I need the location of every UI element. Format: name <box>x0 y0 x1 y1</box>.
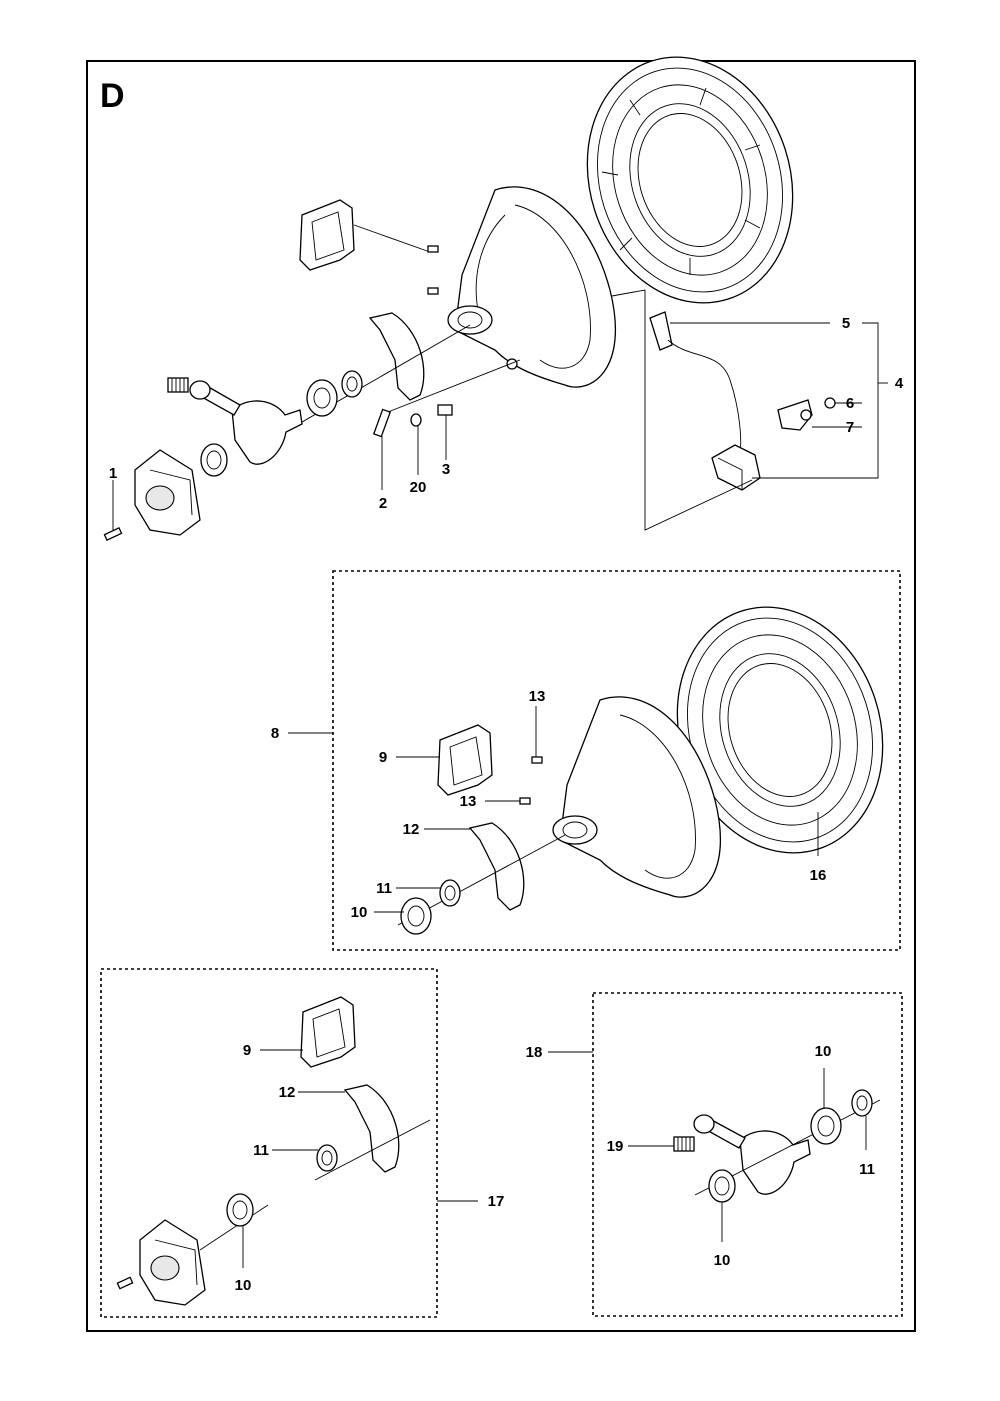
fastener-axis <box>387 359 521 413</box>
cylinder-gasket-17 <box>300 996 356 1068</box>
crankcase-cover-17 <box>139 1219 206 1306</box>
axis-17-lower <box>199 1204 269 1251</box>
bearing-lower-top <box>200 443 228 477</box>
callout-10-box8: 10 <box>351 904 368 921</box>
callout-13-upper: 13 <box>529 688 546 705</box>
callout-13-lower: 13 <box>460 793 477 810</box>
callout-1: 1 <box>109 465 117 482</box>
callout-4: 4 <box>895 375 904 392</box>
callout-17: 17 <box>488 1193 505 1210</box>
callout-7: 7 <box>846 419 854 436</box>
cylinder-gasket-8 <box>437 724 493 796</box>
callout-19: 19 <box>607 1138 624 1155</box>
bearing-18-upper <box>810 1107 842 1145</box>
callout-10-box18-upper: 10 <box>815 1043 832 1060</box>
crankcase-half-top <box>447 186 616 388</box>
callout-16: 16 <box>810 867 827 884</box>
crankshaft-top <box>189 380 303 465</box>
bearing-8 <box>400 897 432 935</box>
crankcase-cover-top <box>134 449 201 536</box>
seal-top <box>341 370 363 398</box>
callout-5: 5 <box>842 315 850 332</box>
axis-17-upper <box>314 1119 431 1181</box>
crankcase-gasket-top <box>368 312 425 401</box>
callout-2: 2 <box>379 495 387 512</box>
crankshaft-18 <box>693 1114 811 1195</box>
seal-8 <box>439 879 461 907</box>
callout-9-box17: 9 <box>243 1042 251 1059</box>
bearing-18-lower <box>708 1169 736 1203</box>
callout-11-box8: 11 <box>376 880 392 897</box>
kit-box-8 <box>332 570 901 951</box>
callout-11-box18: 11 <box>859 1161 875 1178</box>
callout-9-box8: 9 <box>379 749 387 766</box>
seal-18 <box>851 1089 873 1117</box>
needle-bearing-top <box>167 377 189 393</box>
callout-8: 8 <box>271 725 279 742</box>
kit-box-18 <box>592 992 903 1317</box>
pin-top-2 <box>427 287 439 295</box>
pin-13-lower <box>519 797 531 805</box>
callout-3: 3 <box>442 461 450 478</box>
callout-10-box18-lower: 10 <box>714 1252 731 1269</box>
seal-17 <box>316 1144 338 1172</box>
needle-bearing-18 <box>673 1136 695 1152</box>
callout-6: 6 <box>846 395 854 412</box>
flywheel-cover-8 <box>676 606 884 854</box>
crankcase-half-8 <box>552 696 721 898</box>
crankcase-gasket-17 <box>343 1084 400 1173</box>
section-letter: D <box>100 77 125 115</box>
callout-11-box17: 11 <box>253 1142 269 1159</box>
clip-3 <box>437 404 453 416</box>
callout-12-box8: 12 <box>403 821 420 838</box>
screw-1 <box>103 527 123 541</box>
callout-12-box17: 12 <box>279 1084 296 1101</box>
leader-lines <box>112 322 888 1268</box>
screw-2 <box>372 408 392 438</box>
callout-10-box17: 10 <box>235 1277 252 1294</box>
screw-17 <box>116 1276 134 1290</box>
ignition-lead-bracket <box>611 289 753 531</box>
crankcase-gasket-8 <box>468 822 525 911</box>
kit-box-17 <box>100 968 438 1318</box>
flywheel-cover-top <box>586 56 794 304</box>
callout-18: 18 <box>526 1044 543 1061</box>
axis-line <box>353 224 431 253</box>
pin-13-upper <box>531 756 543 764</box>
cylinder-gasket-top <box>299 199 355 271</box>
ignition-module <box>649 311 836 491</box>
washer-20 <box>410 413 422 427</box>
bearing-17 <box>226 1193 254 1227</box>
callout-20: 20 <box>410 479 427 496</box>
pin-top <box>427 245 439 253</box>
diagram-frame <box>86 60 916 1332</box>
bearing-top <box>306 379 338 417</box>
